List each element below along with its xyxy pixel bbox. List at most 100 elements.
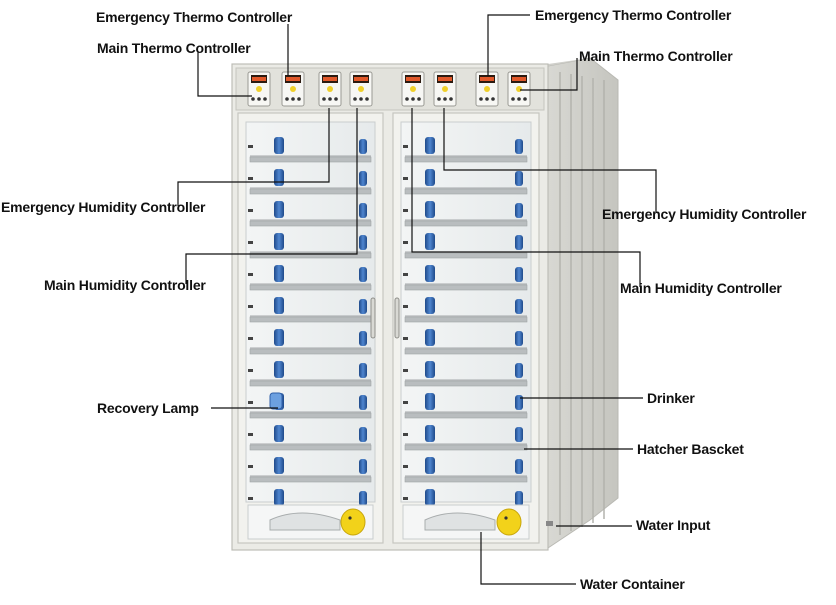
- drinker-icon: [274, 489, 284, 506]
- drinker-icon: [274, 425, 284, 442]
- tray-latch: [248, 145, 253, 148]
- drinker-icon: [425, 233, 435, 250]
- tray-latch: [403, 177, 408, 180]
- controller-button: [328, 97, 332, 101]
- hatcher-basket-tray: [249, 476, 372, 483]
- tray-latch: [403, 369, 408, 372]
- controller-button: [411, 97, 415, 101]
- tray-latch: [248, 433, 253, 436]
- drinker-icon: [274, 201, 284, 218]
- chick-mascot-icon: [496, 508, 522, 536]
- drinker-icon: [359, 235, 367, 250]
- digital-controller-icon: [475, 71, 499, 107]
- tray-latch: [403, 145, 408, 148]
- drinker-icon: [425, 425, 435, 442]
- label-emergency-humidity-left: Emergency Humidity Controller: [1, 199, 206, 215]
- label-emergency-humidity-right: Emergency Humidity Controller: [602, 206, 807, 222]
- drinker-icon: [359, 299, 367, 314]
- digital-controller-icon: [247, 71, 271, 107]
- hatcher-basket-tray: [404, 220, 528, 227]
- door-glass: [400, 121, 532, 503]
- tray-latch: [403, 273, 408, 276]
- controller-button: [511, 97, 515, 101]
- drinker-icon: [425, 457, 435, 474]
- drinker-icon: [515, 267, 523, 282]
- door-glass: [245, 121, 376, 503]
- hatcher-basket-tray: [404, 412, 528, 419]
- drinker-icon: [515, 427, 523, 442]
- controller-button: [322, 97, 326, 101]
- tray-latch: [248, 465, 253, 468]
- controller-button: [523, 97, 527, 101]
- door-handle: [370, 297, 376, 339]
- digital-controller-icon: [349, 71, 373, 107]
- label-main-thermo-right: Main Thermo Controller: [579, 48, 733, 64]
- drinker-icon: [425, 489, 435, 506]
- leader-main-thermo-left: [197, 52, 252, 97]
- drinker-icon: [425, 297, 435, 314]
- controller-digits: [480, 77, 494, 81]
- tray-latch: [248, 209, 253, 212]
- controller-indicator: [290, 86, 296, 92]
- tray-latch: [403, 497, 408, 500]
- controller-indicator: [358, 86, 364, 92]
- digital-controller-icon: [401, 71, 425, 107]
- mascot-eye: [348, 516, 352, 520]
- drinker-icon: [515, 139, 523, 154]
- tray-latch: [248, 337, 253, 340]
- controller-indicator: [410, 86, 416, 92]
- hatcher-basket-tray: [404, 444, 528, 451]
- digital-controller-icon: [433, 71, 457, 107]
- hatcher-basket-tray: [249, 188, 372, 195]
- drinker-icon: [425, 361, 435, 378]
- label-hatcher-basket: Hatcher Bascket: [637, 441, 744, 457]
- drinker-icon: [274, 233, 284, 250]
- controller-button: [449, 97, 453, 101]
- controller-indicator: [516, 86, 522, 92]
- drinker-icon: [515, 459, 523, 474]
- drinker-icon: [274, 297, 284, 314]
- controller-button: [443, 97, 447, 101]
- controller-digits: [252, 77, 266, 81]
- drinker-icon: [425, 265, 435, 282]
- controller-indicator: [484, 86, 490, 92]
- drinker-icon: [515, 299, 523, 314]
- drinker-icon: [425, 201, 435, 218]
- drinker-icon: [515, 491, 523, 506]
- controller-button: [405, 97, 409, 101]
- water-container-tray: [269, 512, 341, 531]
- tray-latch: [403, 209, 408, 212]
- hatcher-basket-tray: [249, 220, 372, 227]
- tray-latch: [403, 241, 408, 244]
- drinker-icon: [274, 169, 284, 186]
- tray-latch: [248, 305, 253, 308]
- label-main-thermo-left: Main Thermo Controller: [97, 40, 251, 56]
- hatcher-basket-tray: [249, 348, 372, 355]
- leader-emergency-humidity-left: [177, 108, 330, 206]
- controller-indicator: [442, 86, 448, 92]
- hatcher-basket-tray: [249, 412, 372, 419]
- hatcher-basket-tray: [404, 348, 528, 355]
- drinker-icon: [274, 361, 284, 378]
- controller-digits: [406, 77, 420, 81]
- controller-button: [257, 97, 261, 101]
- hatcher-basket-tray: [404, 380, 528, 387]
- drinker-icon: [515, 171, 523, 186]
- leader-main-thermo-right: [520, 58, 578, 91]
- tray-latch: [403, 401, 408, 404]
- label-main-humidity-left: Main Humidity Controller: [44, 277, 206, 293]
- water-container-tray: [424, 512, 496, 531]
- tray-latch: [248, 369, 253, 372]
- hatcher-basket-tray: [404, 188, 528, 195]
- hatcher-basket-tray: [249, 380, 372, 387]
- tray-latch: [403, 465, 408, 468]
- hatcher-basket-tray: [404, 156, 528, 163]
- tray-latch: [248, 241, 253, 244]
- controller-button: [417, 97, 421, 101]
- tray-latch: [403, 305, 408, 308]
- drinker-icon: [274, 457, 284, 474]
- hatcher-basket-tray: [404, 252, 528, 259]
- label-recovery-lamp: Recovery Lamp: [97, 400, 199, 416]
- drinker-icon: [359, 203, 367, 218]
- label-emergency-thermo-left: Emergency Thermo Controller: [96, 9, 293, 25]
